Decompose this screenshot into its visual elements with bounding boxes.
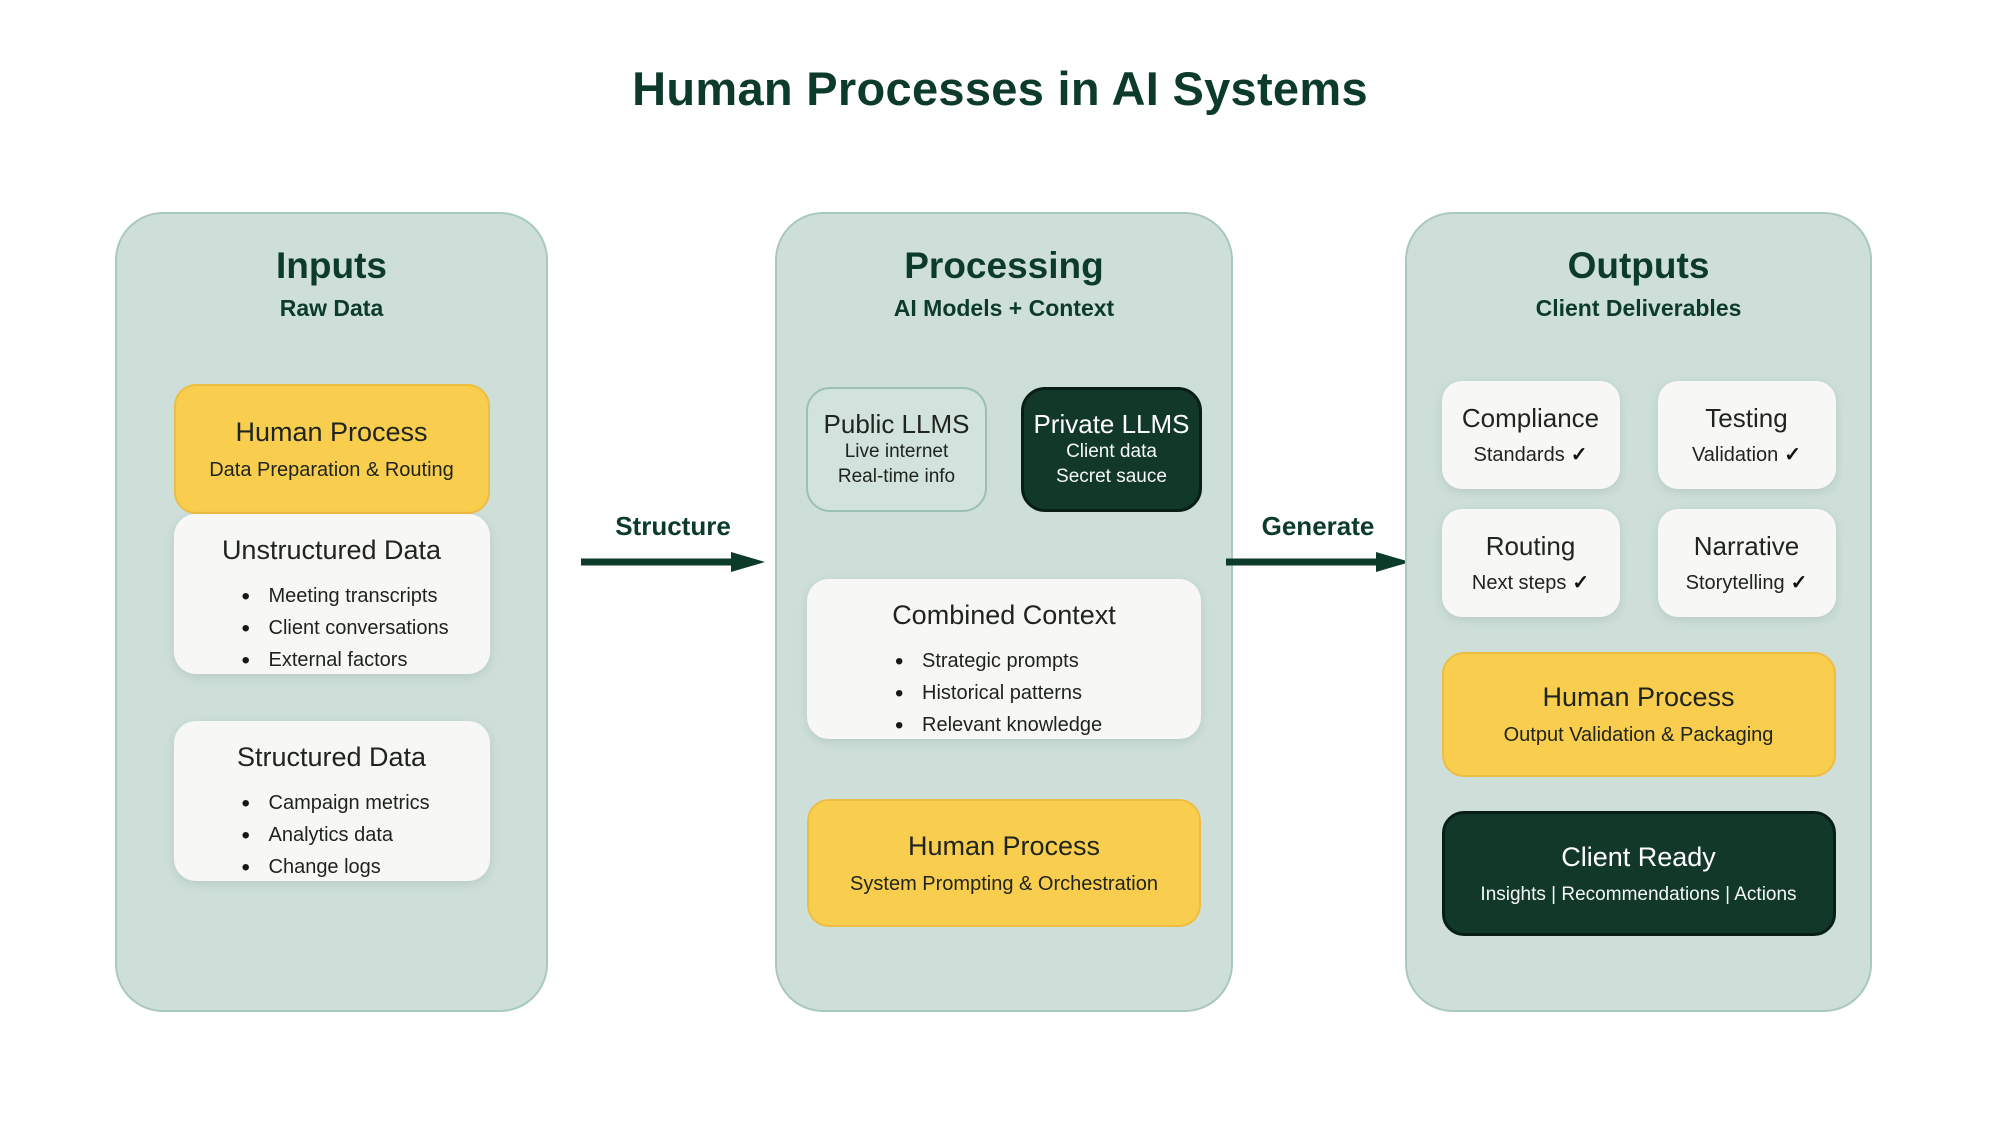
private-llms-title: Private LLMS: [1033, 409, 1190, 440]
outputs-human-process-title: Human Process: [1542, 682, 1735, 713]
processing-human-process-subtitle: System Prompting & Orchestration: [850, 872, 1158, 895]
list-item: External factors: [242, 645, 490, 676]
private-llms-line: Client data: [1066, 441, 1157, 463]
inputs-human-process-subtitle: Data Preparation & Routing: [209, 458, 454, 481]
routing-card: Routing Next steps✓: [1441, 509, 1620, 618]
check-icon: ✓: [1572, 571, 1590, 594]
deliverables-grid: Compliance Standards✓ Testing Validation…: [1407, 381, 1870, 618]
structured-data-title: Structured Data: [236, 742, 427, 773]
client-ready-box: Client Ready Insights | Recommendations …: [1441, 811, 1836, 937]
right-arrow-icon: [1226, 551, 1410, 572]
list-item: Strategic prompts: [895, 646, 1201, 677]
processing-human-process-box: Human Process System Prompting & Orchest…: [807, 799, 1201, 928]
list-item: Analytics data: [242, 820, 490, 851]
routing-title: Routing: [1485, 530, 1576, 561]
combined-context-card: Combined Context Strategic prompts Histo…: [807, 579, 1201, 741]
column-inputs: Inputs Raw Data Human Process Data Prepa…: [115, 212, 548, 1012]
inputs-column-subtitle: Raw Data: [279, 294, 384, 321]
structured-data-list: Campaign metrics Analytics data Change l…: [174, 784, 490, 883]
llm-row: Public LLMS Live internet Real-time info…: [777, 387, 1231, 513]
outputs-column-subtitle: Client Deliverables: [1535, 294, 1742, 321]
public-llms-line: Live internet: [844, 441, 949, 463]
check-icon: ✓: [1570, 443, 1588, 466]
client-ready-subtitle: Insights | Recommendations | Actions: [1480, 884, 1797, 906]
client-ready-title: Client Ready: [1561, 841, 1716, 872]
list-item: Change logs: [242, 852, 490, 883]
private-llms-line: Secret sauce: [1056, 465, 1167, 487]
unstructured-data-card: Unstructured Data Meeting transcripts Cl…: [173, 514, 490, 676]
routing-subtitle: Next steps✓: [1472, 571, 1589, 595]
outputs-column-title: Outputs: [1567, 245, 1710, 286]
narrative-card: Narrative Storytelling✓: [1657, 509, 1836, 618]
compliance-title: Compliance: [1461, 402, 1600, 433]
list-item: Relevant knowledge: [895, 710, 1201, 741]
public-llms-box: Public LLMS Live internet Real-time info: [806, 387, 987, 513]
public-llms-title: Public LLMS: [823, 409, 970, 440]
structure-arrow: Structure: [578, 511, 768, 575]
inputs-human-process-title: Human Process: [235, 416, 428, 447]
testing-title: Testing: [1705, 402, 1788, 433]
routing-subtitle-text: Next steps: [1471, 571, 1567, 594]
inputs-human-process-box: Human Process Data Preparation & Routing: [173, 384, 490, 515]
column-outputs: Outputs Client Deliverables Compliance S…: [1405, 212, 1872, 1012]
page-title: Human Processes in AI Systems: [632, 62, 1368, 115]
compliance-card: Compliance Standards✓: [1441, 381, 1620, 490]
right-arrow-icon: [581, 551, 765, 572]
testing-subtitle-text: Validation: [1691, 443, 1779, 466]
generate-arrow: Generate: [1223, 511, 1413, 575]
compliance-subtitle: Standards✓: [1474, 443, 1588, 467]
outputs-human-process-box: Human Process Output Validation & Packag…: [1441, 652, 1836, 778]
list-item: Meeting transcripts: [242, 581, 490, 612]
column-processing: Processing AI Models + Context Public LL…: [775, 212, 1233, 1012]
processing-column-subtitle: AI Models + Context: [893, 294, 1115, 321]
inputs-column-title: Inputs: [276, 245, 387, 286]
narrative-subtitle: Storytelling✓: [1686, 571, 1808, 595]
narrative-title: Narrative: [1693, 530, 1800, 561]
processing-human-process-title: Human Process: [907, 830, 1101, 861]
processing-column-title: Processing: [904, 245, 1104, 286]
combined-context-list: Strategic prompts Historical patterns Re…: [807, 642, 1201, 741]
combined-context-title: Combined Context: [892, 600, 1116, 631]
narrative-subtitle-text: Storytelling: [1685, 571, 1785, 594]
outputs-human-process-subtitle: Output Validation & Packaging: [1503, 724, 1774, 747]
testing-subtitle: Validation✓: [1692, 443, 1801, 467]
list-item: Client conversations: [242, 613, 490, 644]
unstructured-data-title: Unstructured Data: [221, 535, 442, 566]
testing-card: Testing Validation✓: [1657, 381, 1836, 490]
public-llms-line: Real-time info: [837, 465, 956, 487]
compliance-subtitle-text: Standards: [1473, 443, 1565, 466]
private-llms-box: Private LLMS Client data Secret sauce: [1021, 387, 1202, 513]
list-item: Campaign metrics: [242, 788, 490, 819]
structured-data-card: Structured Data Campaign metrics Analyti…: [173, 721, 490, 883]
list-item: Historical patterns: [895, 678, 1201, 709]
check-icon: ✓: [1784, 443, 1802, 466]
check-icon: ✓: [1790, 571, 1808, 594]
unstructured-data-list: Meeting transcripts Client conversations…: [174, 577, 490, 676]
structure-arrow-label: Structure: [615, 511, 731, 541]
generate-arrow-label: Generate: [1261, 511, 1375, 541]
